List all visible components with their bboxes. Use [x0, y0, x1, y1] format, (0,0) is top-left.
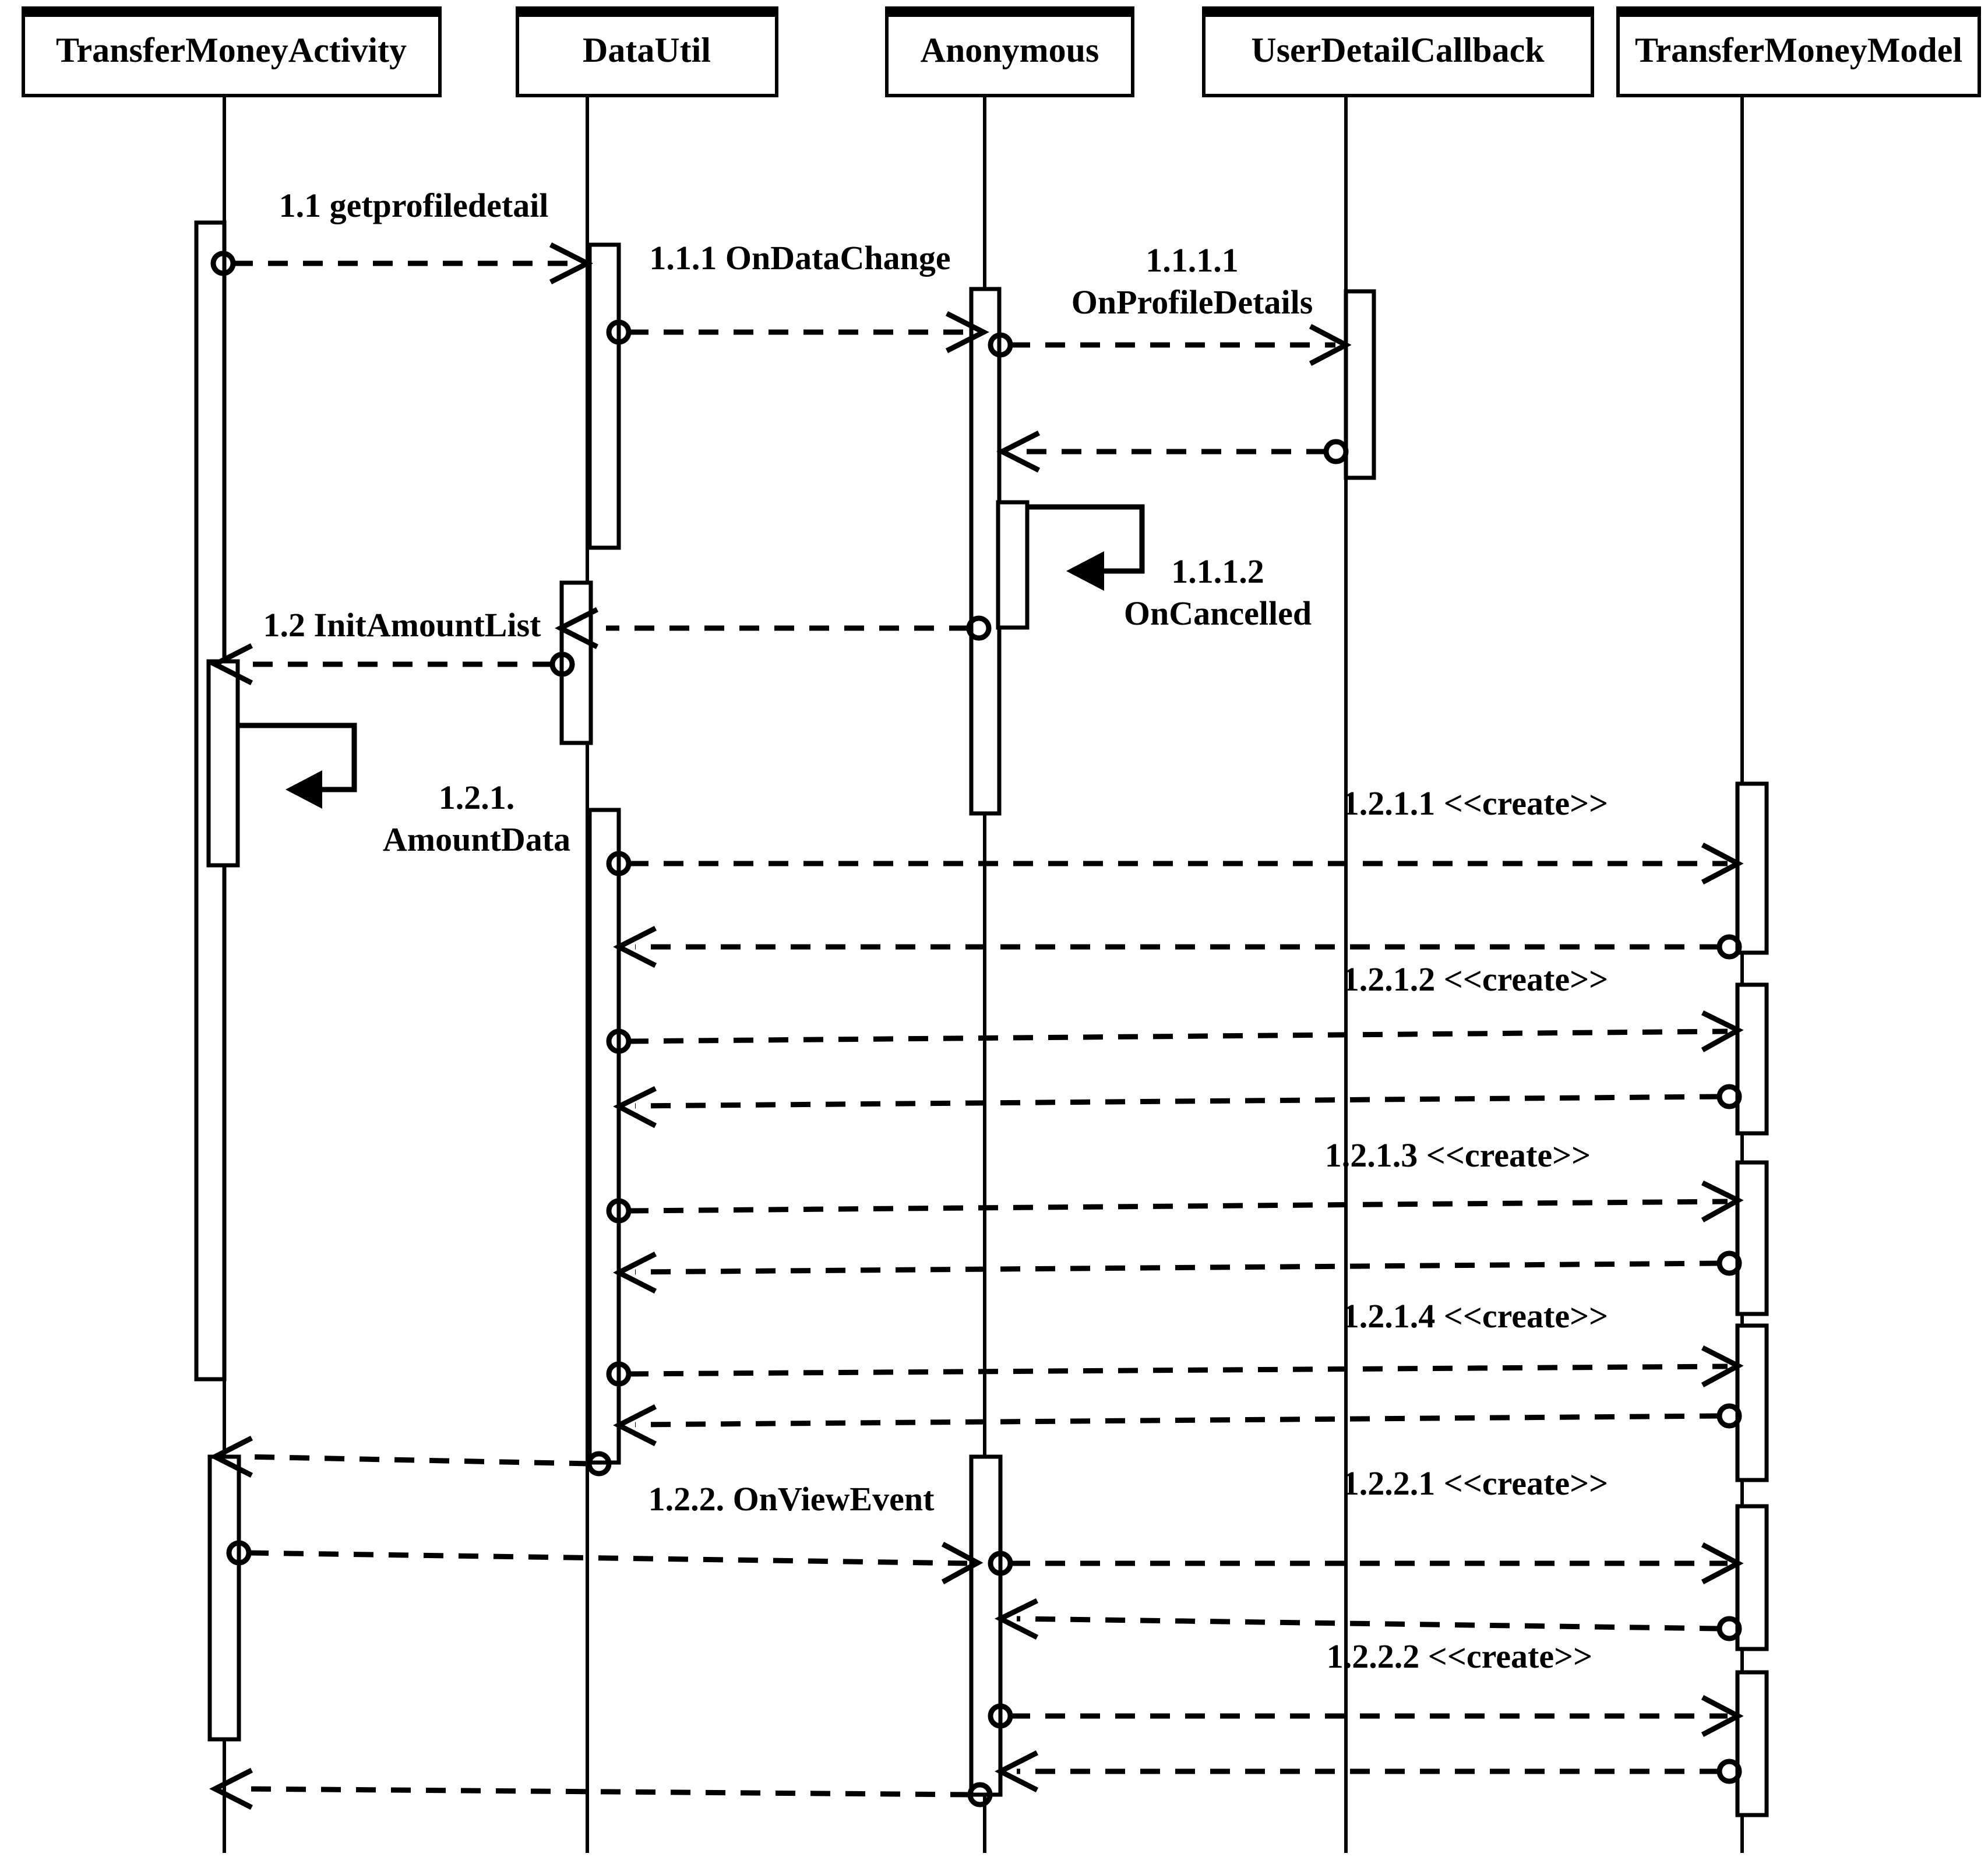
lifeline-head-datautil[interactable]: DataUtil: [516, 6, 778, 97]
activation-anonymous-lower: [969, 1454, 1003, 1797]
activation-model-1: [1735, 781, 1769, 955]
lifeline-label: DataUtil: [583, 31, 711, 69]
message-1-2-2-2[interactable]: [988, 1695, 1744, 1737]
activation-activity-inner-1: [206, 659, 240, 868]
lifeline-label: TransferMoneyActivity: [56, 31, 407, 69]
activation-activity-lower: [207, 1454, 241, 1742]
lifeline-label: TransferMoneyModel: [1635, 31, 1962, 69]
message-label-1-2-2-2: 1.2.2.2 <<create>>: [1327, 1637, 1592, 1675]
message-label-1-2-1-num: 1.2.1.: [439, 778, 515, 816]
message-1-2-1-1[interactable]: [606, 843, 1744, 885]
message-1-1-1[interactable]: [606, 311, 989, 354]
message-label-1-1-1: 1.1.1 OnDataChange: [649, 239, 950, 277]
message-1-2-2[interactable]: [226, 1540, 984, 1584]
message-1-2-2-1-return[interactable]: [994, 1598, 1742, 1641]
message-label-1-2-1-4: 1.2.1.4 <<create>>: [1342, 1297, 1608, 1335]
message-1-1-1-1[interactable]: [988, 324, 1352, 366]
message-1-2-1-4-return[interactable]: [613, 1403, 1742, 1447]
message-1-1[interactable]: [210, 242, 593, 285]
message-1-2-2-1[interactable]: [988, 1542, 1744, 1584]
message-label-1-2-1-1: 1.2.1.1 <<create>>: [1342, 784, 1608, 822]
message-label-1-2-1-name: AmountData: [383, 820, 570, 858]
lifeline-label: UserDetailCallback: [1251, 31, 1545, 69]
activation-callback-1: [1344, 289, 1376, 480]
message-1-2-1-return-activity[interactable]: [209, 1435, 612, 1478]
activation-model-6: [1735, 1670, 1769, 1817]
message-1-2-1-3[interactable]: [606, 1180, 1744, 1224]
message-label-1-1: 1.1 getprofiledetail: [279, 186, 549, 224]
message-label-1-2: 1.2 InitAmountList: [263, 606, 542, 644]
message-1-1-1-1-return[interactable]: [996, 430, 1349, 473]
message-1-2-1-2[interactable]: [606, 1010, 1744, 1054]
lifeline-head-transfermoneyactivity[interactable]: TransferMoneyActivity: [22, 6, 442, 97]
activation-model-5: [1735, 1504, 1769, 1651]
message-label-1-2-2: 1.2.2. OnViewEvent: [648, 1480, 935, 1518]
activation-datautil-1: [587, 242, 621, 550]
message-1-2-2-2-return[interactable]: [995, 1750, 1742, 1793]
message-1-2-1-1-return[interactable]: [613, 925, 1742, 968]
message-label-1-1-1-2-name: OnCancelled: [1124, 594, 1312, 632]
activation-model-4: [1735, 1323, 1769, 1482]
lifeline-head-transfermoneymodel[interactable]: TransferMoneyModel: [1616, 6, 1981, 97]
lifeline-head-userdetailcallback[interactable]: UserDetailCallback: [1202, 6, 1594, 97]
activation-datautil-3: [587, 808, 621, 1465]
message-label-1-2-1-3: 1.2.1.3 <<create>>: [1325, 1136, 1591, 1174]
activation-anonymous-outer: [969, 287, 1002, 816]
lifeline-label: Anonymous: [921, 31, 1099, 69]
message-label-1-2-2-1: 1.2.2.1 <<create>>: [1342, 1464, 1608, 1502]
message-1-2-1-2-return[interactable]: [613, 1084, 1742, 1128]
message-label-1-2-1-2: 1.2.1.2 <<create>>: [1342, 960, 1608, 998]
activation-datautil-2: [559, 580, 593, 745]
message-1-2-1-self[interactable]: [238, 723, 357, 809]
message-label-1-1-1-2-num: 1.1.1.2: [1171, 552, 1264, 590]
message-label-1-1-1-1-name: OnProfileDetails: [1071, 283, 1313, 321]
message-1-2[interactable]: [555, 607, 992, 650]
message-1-2-return[interactable]: [209, 643, 575, 686]
activation-anonymous-inner: [996, 500, 1030, 630]
lifeline-head-anonymous[interactable]: Anonymous: [885, 6, 1134, 97]
message-final-return[interactable]: [209, 1767, 993, 1810]
activation-model-2: [1735, 982, 1769, 1136]
message-1-1-1-2-self[interactable]: [1027, 504, 1145, 591]
message-1-2-1-4[interactable]: [606, 1345, 1744, 1387]
message-1-2-1-3-return[interactable]: [613, 1250, 1742, 1294]
activation-model-3: [1735, 1160, 1769, 1316]
message-label-1-1-1-1-num: 1.1.1.1: [1145, 241, 1239, 279]
